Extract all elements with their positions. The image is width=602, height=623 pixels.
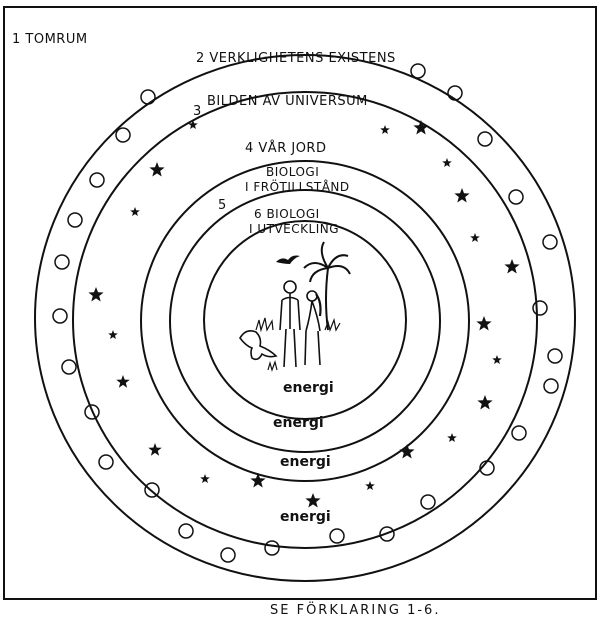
circle-icon	[144, 482, 160, 498]
label-6-utveckling: I UTVECKLING	[249, 222, 339, 236]
ring-2-reality	[34, 54, 576, 582]
label-6-biologi: 6 BIOLOGI	[254, 207, 320, 221]
circle-icon	[547, 348, 563, 364]
circle-icon	[52, 308, 68, 324]
circle-icon	[543, 378, 559, 394]
circle-icon	[61, 359, 77, 375]
star-icon	[476, 316, 492, 331]
star-icon	[116, 375, 130, 388]
star-icon	[148, 443, 162, 456]
star-icon	[365, 481, 375, 490]
circle-icon	[54, 254, 70, 270]
circle-icon	[220, 547, 236, 563]
stars-group	[88, 120, 520, 508]
circle-icon	[329, 528, 345, 544]
cosmic-circles-diagram: 1 TOMRUM 2 VERKLIGHETENS EXISTENS 3 BILD…	[12, 32, 576, 582]
star-icon	[454, 188, 470, 203]
circle-icon	[84, 404, 100, 420]
circle-icon	[264, 540, 280, 556]
label-2-verklighetens: 2 VERKLIGHETENS EXISTENS	[196, 51, 396, 66]
star-icon	[380, 125, 390, 134]
star-icon	[200, 474, 210, 483]
ring-6-developing-biology	[203, 220, 407, 420]
label-5-frotillstand: I FRÖTILLSTÅND	[245, 178, 350, 194]
label-3-bilden: BILDEN AV UNIVERSUM	[207, 94, 368, 109]
circle-icon	[178, 523, 194, 539]
ring-4-earth	[140, 160, 470, 482]
label-3-num: 3	[193, 104, 202, 119]
circle-icon	[508, 189, 524, 205]
eve-figure	[304, 290, 322, 366]
palm-tree-icon	[303, 241, 351, 331]
circle-icon	[447, 85, 463, 101]
star-icon	[470, 233, 480, 242]
star-icon	[399, 444, 415, 459]
circle-icon	[477, 131, 493, 147]
adam-figure	[279, 280, 301, 368]
circle-icon	[420, 494, 436, 510]
circle-icon	[511, 425, 527, 441]
star-icon	[413, 120, 429, 135]
label-5-biologi: BIOLOGI	[266, 165, 319, 179]
star-icon	[130, 207, 140, 216]
ring-5-dormant-biology	[169, 189, 441, 453]
star-icon	[305, 493, 321, 508]
circle-icon	[115, 127, 131, 143]
star-icon	[108, 330, 118, 339]
bird-icon	[276, 255, 300, 264]
circle-icon	[89, 172, 105, 188]
circle-icon	[542, 234, 558, 250]
star-icon	[88, 287, 104, 302]
energy-label-3: energi	[280, 509, 331, 525]
dinosaur-icon	[239, 330, 278, 361]
circle-icon	[140, 89, 156, 105]
circle-icon	[410, 63, 426, 79]
ring-3-universe	[72, 91, 538, 549]
circle-icon	[67, 212, 83, 228]
star-icon	[504, 259, 520, 274]
star-icon	[442, 158, 452, 167]
label-5-num: 5	[218, 198, 227, 213]
label-1-tomrum: 1 TOMRUM	[12, 32, 88, 47]
energy-label-5: energi	[273, 415, 324, 431]
circle-icon	[98, 454, 114, 470]
grass	[255, 317, 341, 372]
star-icon	[250, 473, 266, 488]
star-icon	[447, 433, 457, 442]
circle-icon	[479, 460, 495, 476]
star-icon	[149, 162, 165, 177]
star-icon	[188, 120, 198, 129]
energy-label-4: energi	[280, 454, 331, 470]
small-circles-group	[52, 63, 563, 563]
energy-label-6: energi	[283, 380, 334, 396]
circle-icon	[532, 300, 548, 316]
star-icon	[477, 395, 493, 410]
star-icon	[492, 355, 502, 364]
circle-icon	[379, 526, 395, 542]
label-4-jord: 4 VÅR JORD	[245, 140, 326, 156]
diagram-frame	[3, 6, 597, 600]
caption: SE FÖRKLARING 1-6.	[270, 603, 441, 618]
